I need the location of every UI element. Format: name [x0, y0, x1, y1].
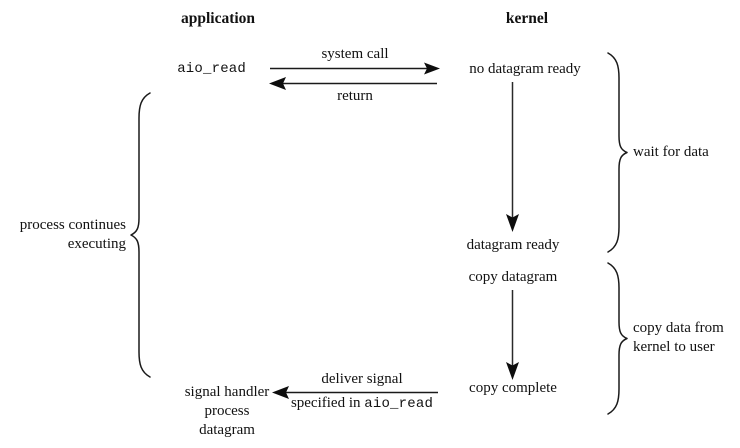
aio-read-mono-text: aio_read: [364, 396, 434, 412]
kernel-step-copy-datagram: copy datagram: [468, 269, 558, 285]
kernel-step-no-datagram-ready: no datagram ready: [469, 61, 581, 77]
arrow-label-specified-in-aio-read: specified in aio_read: [291, 394, 433, 414]
arrow-label-return: return: [337, 88, 373, 104]
brace-label-wait-for-data: wait for data: [633, 144, 709, 160]
specified-in-text: specified in: [290, 395, 365, 411]
brace-label-process-continues-executing: process continues executing: [19, 217, 126, 252]
column-header-kernel: kernel: [505, 10, 549, 27]
curly-brace-icon: [607, 262, 628, 415]
arrow-down-icon: [506, 290, 519, 380]
arrow-label-deliver-signal: deliver signal: [321, 371, 403, 387]
kernel-step-datagram-ready: datagram ready: [466, 237, 560, 253]
arrow-right-icon: [270, 62, 440, 75]
application-signal-handler-block: signal handler process datagram: [184, 384, 270, 438]
application-syscall-label: aio_read: [177, 61, 246, 77]
brace-label-copy-data-from-kernel-to-user: copy data from kernel to user: [633, 320, 724, 355]
column-header-application: application: [180, 10, 256, 27]
curly-brace-icon: [130, 92, 151, 378]
kernel-step-copy-complete: copy complete: [469, 380, 557, 396]
curly-brace-icon: [607, 52, 628, 253]
arrow-down-icon: [506, 82, 519, 232]
arrow-label-system-call: system call: [321, 46, 389, 62]
